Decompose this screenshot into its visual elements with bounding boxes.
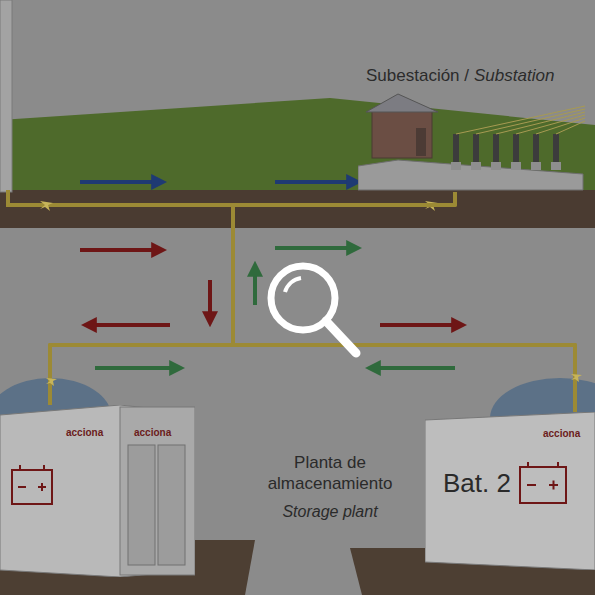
earth-strip	[0, 190, 595, 228]
power-cable	[50, 192, 455, 405]
brand-logo: acciona	[543, 428, 580, 439]
flow-arrow	[275, 246, 355, 250]
flow-arrow	[372, 366, 455, 370]
cable	[8, 190, 233, 205]
spark	[571, 374, 582, 382]
flow-arrow	[88, 323, 170, 327]
power-cable	[50, 345, 575, 412]
plant-label: Storage plant	[245, 502, 415, 522]
flow-arrow	[80, 180, 160, 184]
flow-arrow	[80, 248, 160, 252]
substation: Subestación /Substation	[358, 62, 585, 192]
grass-field	[0, 98, 595, 190]
battery-container: accionaBat. 2	[425, 412, 595, 570]
flow-arrow	[380, 323, 460, 327]
flow-arrow	[95, 366, 178, 370]
battery-container: acciona acciona	[0, 405, 195, 577]
brand-logo: acciona	[134, 427, 171, 438]
node-label: Bat. 2	[443, 468, 511, 499]
spark	[40, 201, 53, 211]
node-label: Substation	[474, 66, 554, 86]
spark	[46, 378, 57, 386]
flow-arrow	[208, 280, 212, 320]
plant-label: Planta de almacenamiento	[255, 452, 405, 495]
node-label: Subestación /	[366, 66, 469, 86]
flow-arrow	[275, 180, 355, 184]
pole	[0, 0, 12, 192]
brand-logo: acciona	[66, 427, 103, 438]
power-cable	[233, 192, 575, 412]
flow-arrow	[253, 268, 257, 305]
